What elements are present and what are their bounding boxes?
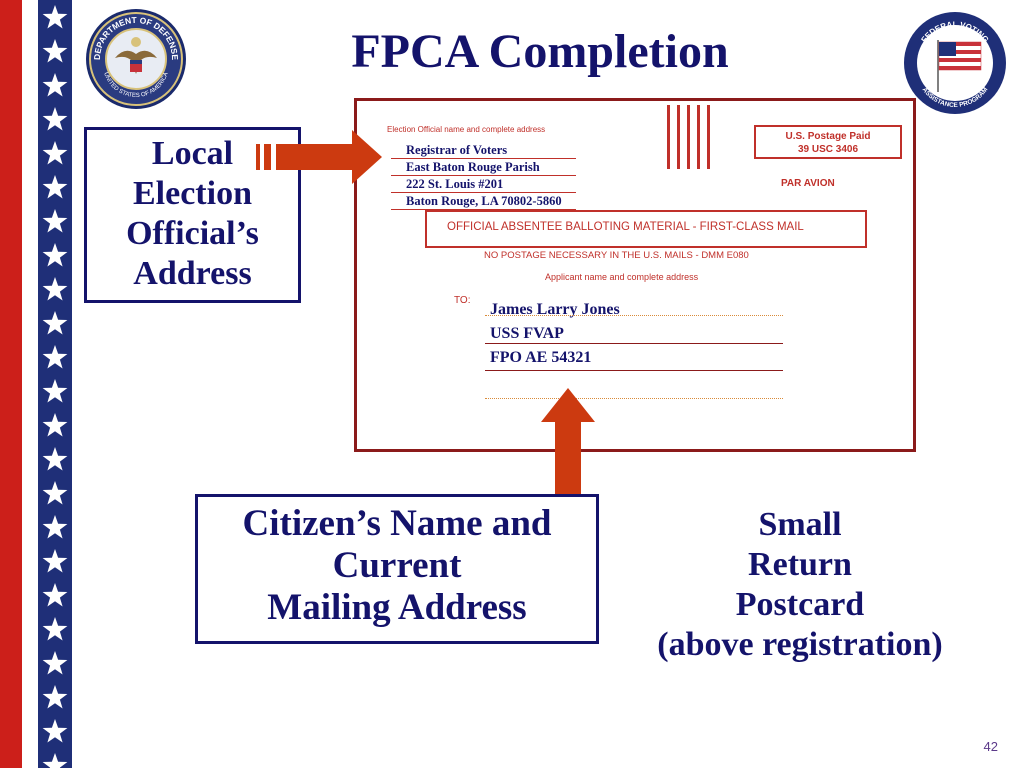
note-line-2: Return	[748, 546, 852, 583]
star-icon	[42, 515, 68, 539]
star-icon	[42, 39, 68, 63]
white-stripe	[22, 0, 38, 768]
star-icon	[42, 447, 68, 471]
star-icon	[42, 107, 68, 131]
applicant-rule	[485, 315, 783, 316]
star-icon	[42, 311, 68, 335]
star-icon	[42, 617, 68, 641]
star-icon	[42, 277, 68, 301]
star-icon	[42, 719, 68, 743]
official-address-line-2: East Baton Rouge Parish	[406, 160, 540, 174]
slide-title: FPCA Completion	[351, 25, 729, 78]
star-band	[38, 0, 72, 768]
star-icon	[42, 379, 68, 403]
address-rule	[391, 175, 576, 176]
applicant-address-label: Applicant name and complete address	[545, 272, 699, 282]
citizen-line-1: Citizen’s Name and	[242, 503, 552, 544]
address-rule	[391, 158, 576, 159]
local-line-1: Local	[151, 135, 234, 172]
star-icon	[42, 413, 68, 437]
applicant-address-line-1: James Larry Jones	[490, 301, 620, 318]
official-address-line-1: Registrar of Voters	[406, 143, 508, 157]
official-mail-banner-text: OFFICIAL ABSENTEE BALLOTING MATERIAL - F…	[447, 221, 804, 233]
star-icon	[42, 5, 68, 29]
postage-paid-box: U.S. Postage Paid 39 USC 3406	[754, 125, 902, 159]
star-icon	[42, 651, 68, 675]
applicant-rule	[485, 398, 783, 399]
star-column-icon	[42, 5, 68, 768]
star-icon	[42, 549, 68, 573]
citizen-line-3: Mailing Address	[267, 587, 527, 628]
right-arrow-icon	[256, 130, 382, 184]
official-mail-banner	[425, 210, 867, 248]
dod-seal-icon: DEPARTMENT OF DEFENSE UNITED STATES OF A…	[85, 8, 187, 110]
to-label: TO:	[454, 295, 471, 306]
applicant-rule	[485, 343, 783, 344]
postage-line-2: 39 USC 3406	[797, 144, 859, 155]
official-address-line-4: Baton Rouge, LA 70802-5860	[406, 194, 562, 208]
address-rule	[391, 209, 576, 210]
par-avion-label: PAR AVION	[781, 178, 835, 189]
citizen-line-2: Current	[332, 545, 462, 586]
citizen-name-address-label: Citizen’s Name and Current Mailing Addre…	[195, 494, 599, 644]
star-icon	[42, 685, 68, 709]
official-address-line-3: 222 St. Louis #201	[406, 177, 504, 191]
small-return-postcard-note: Small Return Postcard (above registratio…	[620, 505, 980, 665]
return-postcard: Election Official name and complete addr…	[354, 98, 916, 452]
star-icon	[42, 753, 68, 768]
no-postage-text: NO POSTAGE NECESSARY IN THE U.S. MAILS -…	[484, 250, 749, 261]
star-icon	[42, 73, 68, 97]
note-line-3: Postcard	[735, 586, 865, 623]
postage-line-1: U.S. Postage Paid	[785, 131, 871, 142]
star-icon	[42, 243, 68, 267]
applicant-address-line-3: FPO AE 54321	[490, 349, 592, 366]
star-icon	[42, 583, 68, 607]
note-line-1: Small	[758, 506, 842, 543]
star-icon	[42, 345, 68, 369]
official-address-label: Election Official name and complete addr…	[387, 125, 546, 134]
address-rule	[391, 192, 576, 193]
star-icon	[42, 209, 68, 233]
red-stripe	[0, 0, 22, 768]
page-number: 42	[983, 739, 998, 754]
local-line-2: Election	[133, 175, 252, 212]
applicant-address-line-2: USS FVAP	[490, 325, 564, 342]
local-line-3: Official’s	[126, 215, 259, 252]
applicant-rule	[485, 370, 783, 371]
note-line-4: (above registration)	[657, 626, 943, 663]
star-icon	[42, 175, 68, 199]
star-icon	[42, 481, 68, 505]
fim-barcode-icon	[667, 105, 719, 169]
fvap-seal-icon: FEDERAL VOTING ASSISTANCE PROGRAM	[902, 10, 1008, 116]
local-line-4: Address	[133, 255, 252, 292]
star-icon	[42, 141, 68, 165]
local-election-official-label: Local Election Official’s Address	[84, 127, 301, 303]
